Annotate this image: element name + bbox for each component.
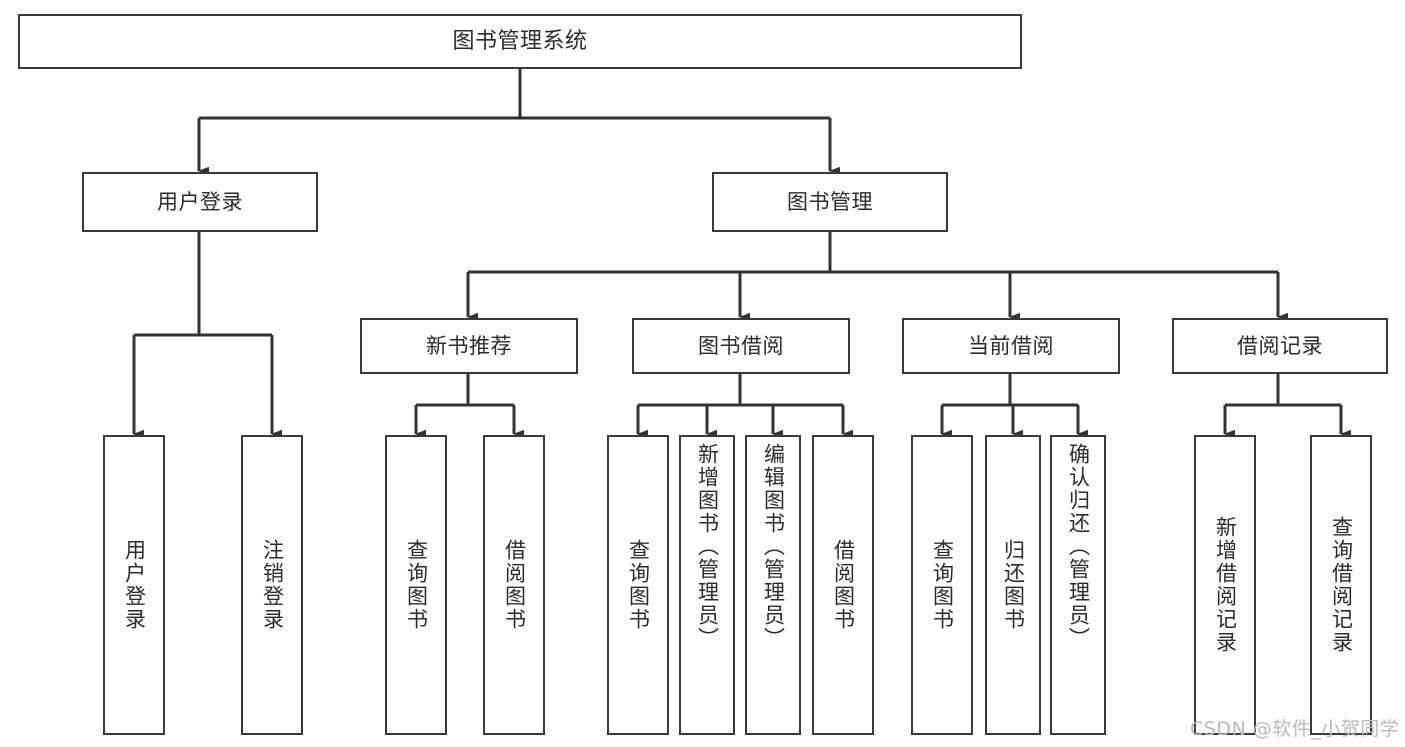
node-leaf-logout-label: 注销登录	[260, 539, 285, 631]
node-leaf-confirm-return[interactable]: 确认归还（管理员）	[1050, 435, 1106, 735]
node-leaf-edit-book[interactable]: 编辑图书（管理员）	[745, 435, 801, 735]
node-leaf-user-login-label: 用户登录	[122, 539, 147, 631]
node-book-borrow-label: 图书借阅	[698, 333, 784, 358]
node-leaf-add-record[interactable]: 新增借阅记录	[1194, 435, 1256, 735]
node-leaf-add-book-label: 新增图书（管理员）	[695, 443, 720, 650]
node-leaf-logout[interactable]: 注销登录	[241, 435, 303, 735]
node-root[interactable]: 图书管理系统	[18, 14, 1022, 69]
node-leaf-borrow-book-rec-label: 借阅图书	[502, 539, 527, 631]
node-book-borrow[interactable]: 图书借阅	[632, 318, 850, 374]
tree-connectors	[132, 69, 1351, 439]
node-current-borrow[interactable]: 当前借阅	[902, 318, 1120, 374]
node-book-manage[interactable]: 图书管理	[712, 172, 948, 232]
node-leaf-add-record-label: 新增借阅记录	[1213, 516, 1238, 654]
node-current-borrow-label: 当前借阅	[968, 333, 1054, 358]
node-leaf-return-book-label: 归还图书	[1001, 539, 1026, 631]
node-leaf-query-book-rec[interactable]: 查询图书	[385, 435, 447, 735]
csdn-watermark: CSDN @软件_小贺同学	[1190, 718, 1400, 740]
node-leaf-query-book-borrow-label: 查询图书	[626, 539, 651, 631]
node-leaf-query-record[interactable]: 查询借阅记录	[1310, 435, 1372, 735]
node-user-login-label: 用户登录	[157, 189, 243, 214]
node-leaf-edit-book-label: 编辑图书（管理员）	[761, 443, 786, 650]
node-leaf-confirm-return-label: 确认归还（管理员）	[1066, 443, 1091, 650]
node-borrow-record[interactable]: 借阅记录	[1172, 318, 1388, 374]
node-leaf-query-record-label: 查询借阅记录	[1329, 516, 1354, 654]
node-leaf-borrow-book-rec[interactable]: 借阅图书	[483, 435, 545, 735]
node-user-login[interactable]: 用户登录	[82, 172, 318, 232]
node-book-manage-label: 图书管理	[787, 189, 873, 214]
node-leaf-borrow-book-label: 借阅图书	[831, 539, 856, 631]
node-leaf-query-book-cur-label: 查询图书	[930, 539, 955, 631]
node-leaf-add-book[interactable]: 新增图书（管理员）	[679, 435, 735, 735]
node-new-book-recommend[interactable]: 新书推荐	[360, 318, 578, 374]
node-leaf-query-book-rec-label: 查询图书	[404, 539, 429, 631]
node-borrow-record-label: 借阅记录	[1237, 333, 1323, 358]
node-leaf-query-book-cur[interactable]: 查询图书	[911, 435, 973, 735]
node-leaf-borrow-book[interactable]: 借阅图书	[812, 435, 874, 735]
node-leaf-user-login[interactable]: 用户登录	[103, 435, 165, 735]
node-new-book-recommend-label: 新书推荐	[426, 333, 512, 358]
node-leaf-return-book[interactable]: 归还图书	[985, 435, 1041, 735]
node-root-label: 图书管理系统	[452, 28, 588, 54]
node-leaf-query-book-borrow[interactable]: 查询图书	[607, 435, 669, 735]
